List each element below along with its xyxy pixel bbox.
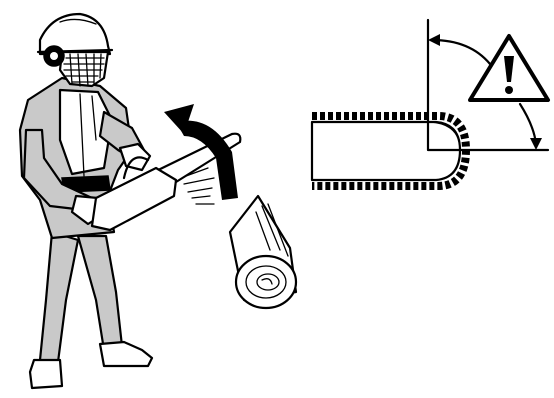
log-icon: [230, 196, 296, 308]
warning-triangle-icon: [470, 36, 548, 100]
